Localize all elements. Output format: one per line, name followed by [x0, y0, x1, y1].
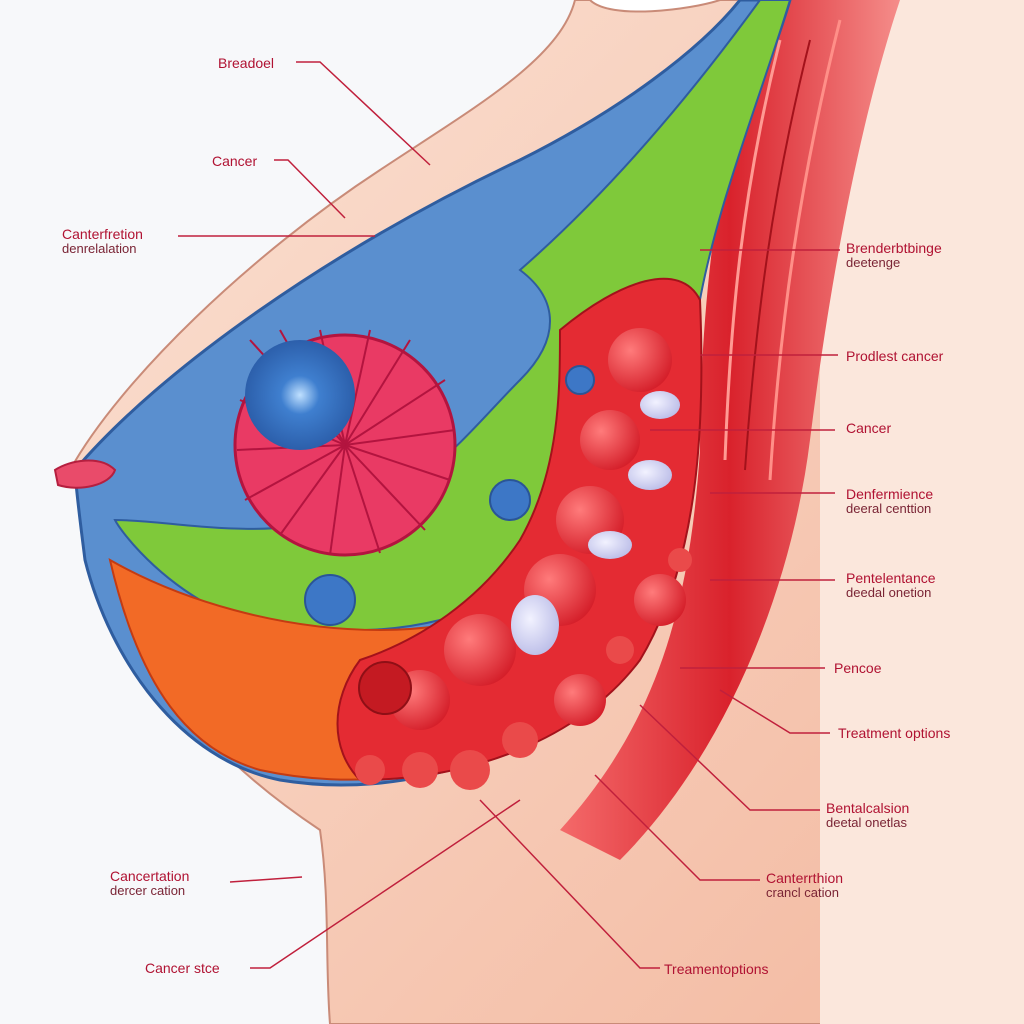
label-pencoe: Pencoe — [834, 660, 882, 676]
label-treatment-options-bottom: Treamentoptions — [664, 961, 769, 977]
leader-lines — [178, 61, 840, 969]
areola — [233, 329, 595, 626]
label-cancer-right: Cancer — [846, 420, 892, 436]
lobules — [355, 328, 692, 790]
label-prodlest-cancer: Prodlest cancer — [846, 348, 944, 364]
nipple — [53, 459, 117, 489]
label-cancer-top: Cancer — [212, 153, 258, 169]
label-breadoel: Breadoel — [218, 55, 275, 71]
label-cancer-site: Cancer stce — [145, 960, 220, 976]
label-treatment-options-right: Treatment options — [838, 725, 951, 741]
